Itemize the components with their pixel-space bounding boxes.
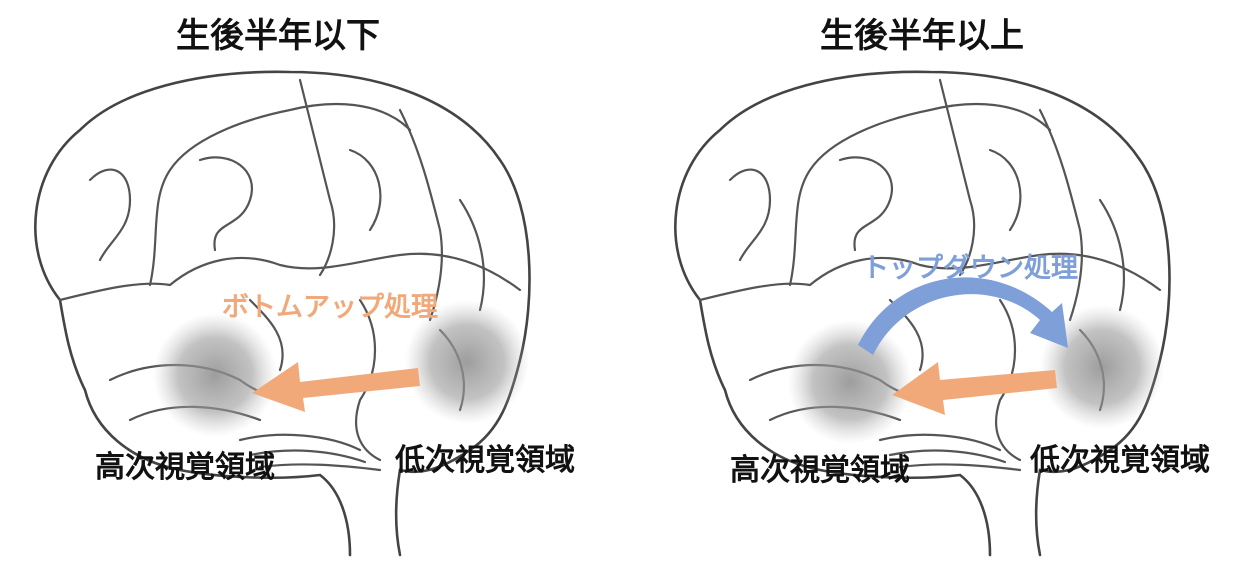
right-panel-title: 生後半年以上 (820, 16, 1024, 56)
bottom-up-arrow (252, 362, 420, 412)
bottom-up-arrow (892, 362, 1057, 415)
left-panel: 生後半年以下 ボトムアップ処理 高次視覚領域 低次視覚領域 (34, 16, 575, 557)
left-panel-title: 生後半年以下 (176, 16, 380, 56)
higher-visual-area-highlight (153, 313, 277, 437)
left-lower-area-label: 低次視覚領域 (394, 443, 575, 478)
higher-visual-area-highlight (788, 320, 912, 444)
top-down-label: トップダウン処理 (862, 252, 1078, 284)
right-panel: 生後半年以上 トップダウン処理 高次視覚領域 低次視覚領域 (674, 16, 1210, 557)
top-down-arrow (858, 277, 1068, 355)
left-higher-area-label: 高次視覚領域 (95, 450, 275, 485)
right-lower-area-label: 低次視覚領域 (1029, 443, 1210, 478)
lower-visual-area-highlight (1040, 305, 1164, 429)
bottom-up-label: ボトムアップ処理 (222, 291, 438, 323)
right-higher-area-label: 高次視覚領域 (730, 453, 910, 488)
lower-visual-area-highlight (405, 300, 529, 424)
